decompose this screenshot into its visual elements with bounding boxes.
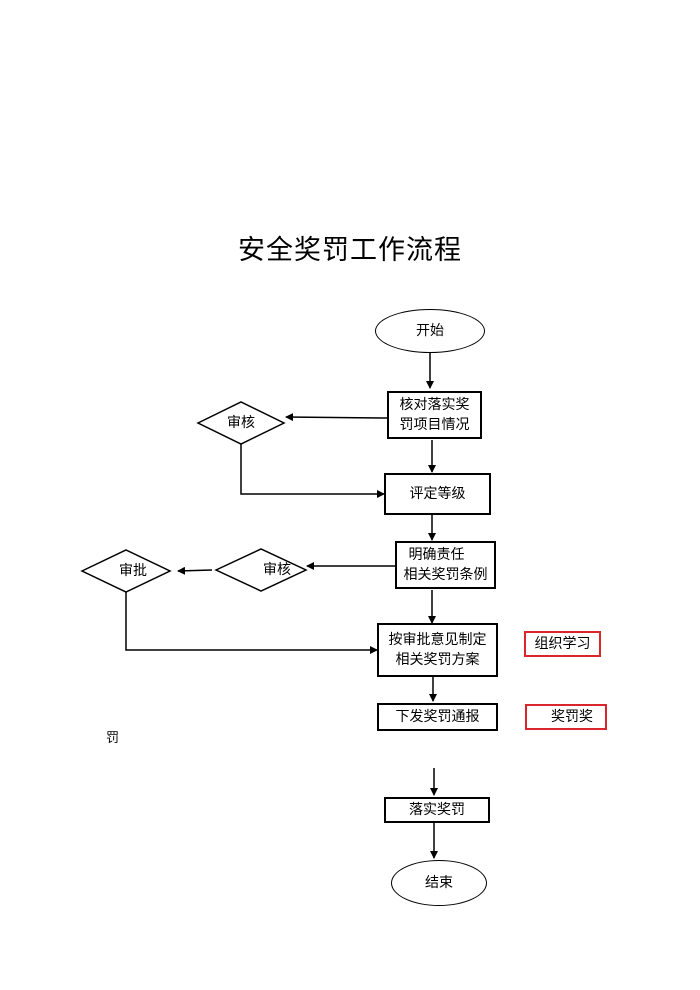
clarify-node: 明确责任 相关奖罚条例 <box>395 541 496 589</box>
review1-label: 审核 <box>227 415 255 431</box>
verify-line2: 罚项目情况 <box>399 417 470 433</box>
stray-text: 罚 <box>106 731 120 746</box>
clarify-line1: 明确责任 <box>408 547 465 563</box>
end-node: 结束 <box>391 860 487 906</box>
study-label: 组织学习 <box>534 636 591 652</box>
grade-label: 评定等级 <box>409 486 466 502</box>
plan-line1: 按审批意见制定 <box>388 632 487 648</box>
grade-node: 评定等级 <box>384 473 491 515</box>
plan-node: 按审批意见制定 相关奖罚方案 <box>377 623 498 677</box>
clarify-line2: 相关奖罚条例 <box>403 567 488 583</box>
arrow-review2-to-approve <box>177 566 213 575</box>
plan-line2: 相关奖罚方案 <box>395 652 480 668</box>
notify-node: 下发奖罚通报 <box>377 703 498 731</box>
reward-punish-label: 奖罚奖 <box>551 709 593 725</box>
arrow-verify-to-review1 <box>285 413 388 422</box>
arrow-review1-to-grade <box>240 444 385 498</box>
implement-label: 落实奖罚 <box>409 802 465 818</box>
study-node: 组织学习 <box>524 631 601 657</box>
verify-line1: 核对落实奖 <box>399 397 470 413</box>
approve-diamond <box>80 549 172 593</box>
end-label: 结束 <box>425 875 453 891</box>
start-node: 开始 <box>375 309 485 353</box>
verify-node: 核对落实奖 罚项目情况 <box>387 391 482 439</box>
page-title: 安全奖罚工作流程 <box>238 235 462 266</box>
start-label: 开始 <box>416 323 444 339</box>
reward-punish-node: 奖罚奖 <box>525 704 607 730</box>
approve-label: 审批 <box>119 563 147 579</box>
review1-diamond <box>196 401 286 445</box>
arrow-approve-to-plan <box>125 592 378 654</box>
notify-label: 下发奖罚通报 <box>395 709 480 725</box>
implement-node: 落实奖罚 <box>384 797 490 823</box>
review2-diamond <box>214 548 308 592</box>
review2-label: 审核 <box>263 562 291 578</box>
